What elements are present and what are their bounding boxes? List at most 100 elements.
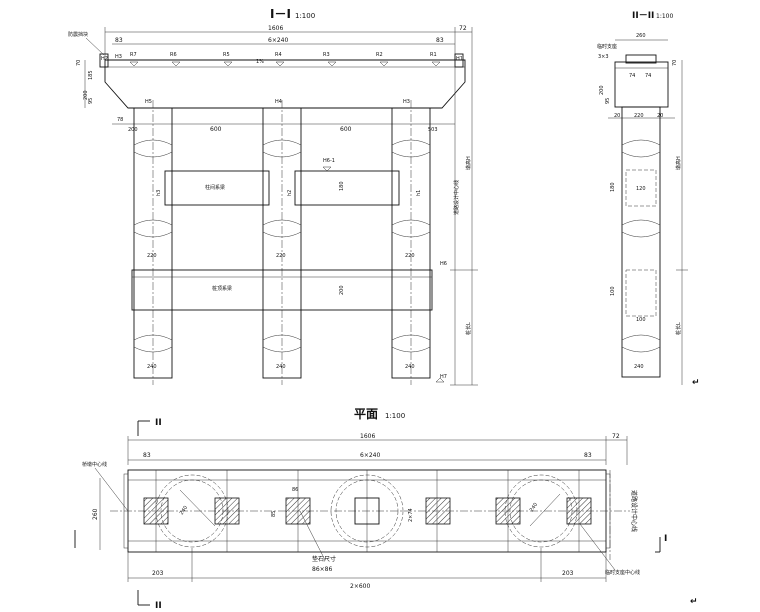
dim-100-bottom: 100 [636, 317, 646, 323]
dim-180-side: 180 [610, 182, 616, 192]
marker-r7: R7 [130, 52, 137, 58]
label-h2: h2 [287, 190, 293, 196]
dim-end-offset-left: 83 [115, 37, 123, 44]
marker-r1: R1 [430, 52, 437, 58]
label-pier-height-side: 墩高H [675, 156, 682, 170]
marker-r4: R4 [275, 52, 282, 58]
marker-r3: R3 [323, 52, 330, 58]
pad-5 [495, 497, 521, 525]
label-bridge-center: 桥墩中心线 [82, 461, 107, 468]
dim-180: 180 [339, 181, 345, 191]
dim-503: 503 [428, 127, 438, 133]
label-road-center: 道路设计中心线 [630, 490, 638, 532]
marker-h6-1: H6-1 [323, 158, 335, 164]
cut-i-right: I [664, 534, 667, 544]
dim-120: 120 [636, 186, 646, 192]
dim-78: 78 [117, 117, 123, 123]
bearing-markers: R1 R2 R3 R4 R5 R6 R7 1% [129, 52, 441, 67]
plan-title: 平面 [354, 407, 378, 421]
dim-200: 200 [83, 90, 89, 100]
label-pier-height: 墩高H [465, 156, 472, 170]
plan-dim-2x600: 2×600 [350, 583, 370, 590]
dim-span-left: 600 [210, 126, 222, 133]
dim-185: 185 [88, 70, 94, 80]
pile-dia-mid: 240 [276, 364, 286, 370]
section-2-view: II－II 1:100 260 临时支座 3×3 74 74 70 200 95… [597, 11, 700, 388]
plan-dim-total: 1606 [360, 433, 375, 440]
label-pile-length: 桩长L [465, 322, 472, 335]
dim-200-beam: 200 [339, 285, 345, 295]
dim-74-a: 74 [629, 73, 635, 79]
plan-dim-2x74: 2×74 [408, 508, 414, 522]
pad-6 [566, 497, 592, 525]
label-temp-support-center: 临时支座中心线 [605, 569, 640, 576]
pad-1 [143, 497, 169, 525]
col-width-mid: 220 [276, 253, 286, 259]
col-width-left: 220 [147, 253, 157, 259]
label-tie-beam: 柱间系梁 [205, 184, 225, 191]
plan-dim-85: 85 [271, 511, 277, 517]
pile-dia-side: 240 [634, 364, 644, 370]
dim-70: 70 [76, 60, 82, 66]
slope-label: 1% [256, 59, 264, 65]
plan-view: 平面 1:100 II II 1606 72 83 6×240 83 [74, 407, 698, 611]
plan-dim-240-right: 240 [529, 502, 539, 513]
column-middle [262, 100, 302, 385]
cut-ii-bottom: II [155, 601, 162, 611]
plan-dim-86: 86 [292, 487, 298, 493]
marker-h6: H6 [440, 261, 447, 267]
marker-h1: H1 [456, 56, 463, 62]
dim-100-side: 100 [610, 286, 616, 296]
pad-count: 3×3 [598, 54, 609, 60]
marker-r5: R5 [223, 52, 230, 58]
marker-h3: H3 [115, 54, 122, 60]
return-symbol-2: ↵ [690, 597, 698, 607]
label-temp-support: 临时支座 [597, 43, 617, 50]
pad-2 [214, 497, 240, 525]
pad-4 [425, 497, 451, 525]
plan-dim-83-left: 83 [143, 452, 151, 459]
dim-end: 72 [459, 25, 467, 32]
dim-220-side: 220 [634, 113, 644, 119]
section-1-view: I－I 1:100 1606 72 83 6×240 83 防震挡块 R1 R2… [68, 7, 478, 386]
label-pad-size: 垫石尺寸 [312, 555, 336, 563]
section-2-scale: 1:100 [656, 13, 673, 20]
column-left [133, 100, 173, 385]
pad-3 [285, 497, 311, 525]
plan-scale: 1:100 [385, 412, 405, 420]
label-h1: h1 [416, 190, 422, 196]
label-pad-size-val: 86×86 [312, 566, 332, 573]
dim-74-b: 74 [645, 73, 651, 79]
label-road-center-vertical: 道路设计中心线 [453, 180, 460, 215]
label-pile-beam: 桩顶系梁 [212, 285, 232, 292]
cut-ii-top: II [155, 418, 162, 428]
marker-r2: R2 [376, 52, 383, 58]
dim-200-left: 200 [128, 127, 138, 133]
dim-spacing: 6×240 [268, 37, 288, 44]
marker-h2: H2 [101, 56, 108, 62]
dim-70-side: 70 [672, 60, 678, 66]
label-anti-quake: 防震挡块 [68, 31, 88, 38]
marker-h5: H5 [145, 99, 152, 105]
label-h3: h3 [156, 190, 162, 196]
marker-h7: H7 [440, 374, 447, 380]
plan-dim-spacing: 6×240 [360, 452, 380, 459]
dim-total: 1606 [268, 25, 283, 32]
section-1-scale: 1:100 [295, 12, 315, 20]
dim-200-side: 200 [599, 85, 605, 95]
pile-dia-left: 240 [147, 364, 157, 370]
plan-dim-83-right: 83 [584, 452, 592, 459]
dim-end-offset-right: 83 [436, 37, 444, 44]
plan-dim-end: 72 [612, 433, 620, 440]
plan-dim-203-right: 203 [562, 570, 574, 577]
dim-20-left: 20 [614, 113, 620, 119]
return-symbol-1: ↵ [692, 378, 700, 388]
dim-260: 260 [636, 33, 646, 39]
dim-95-side: 95 [605, 98, 611, 104]
marker-h3-b: H3 [403, 99, 410, 105]
dim-span-right: 600 [340, 126, 352, 133]
label-pile-length-side: 桩长L [675, 322, 682, 335]
section-1-title: I－I [270, 7, 291, 21]
pile-dia-right: 240 [405, 364, 415, 370]
plan-dim-240-left: 240 [179, 505, 189, 516]
